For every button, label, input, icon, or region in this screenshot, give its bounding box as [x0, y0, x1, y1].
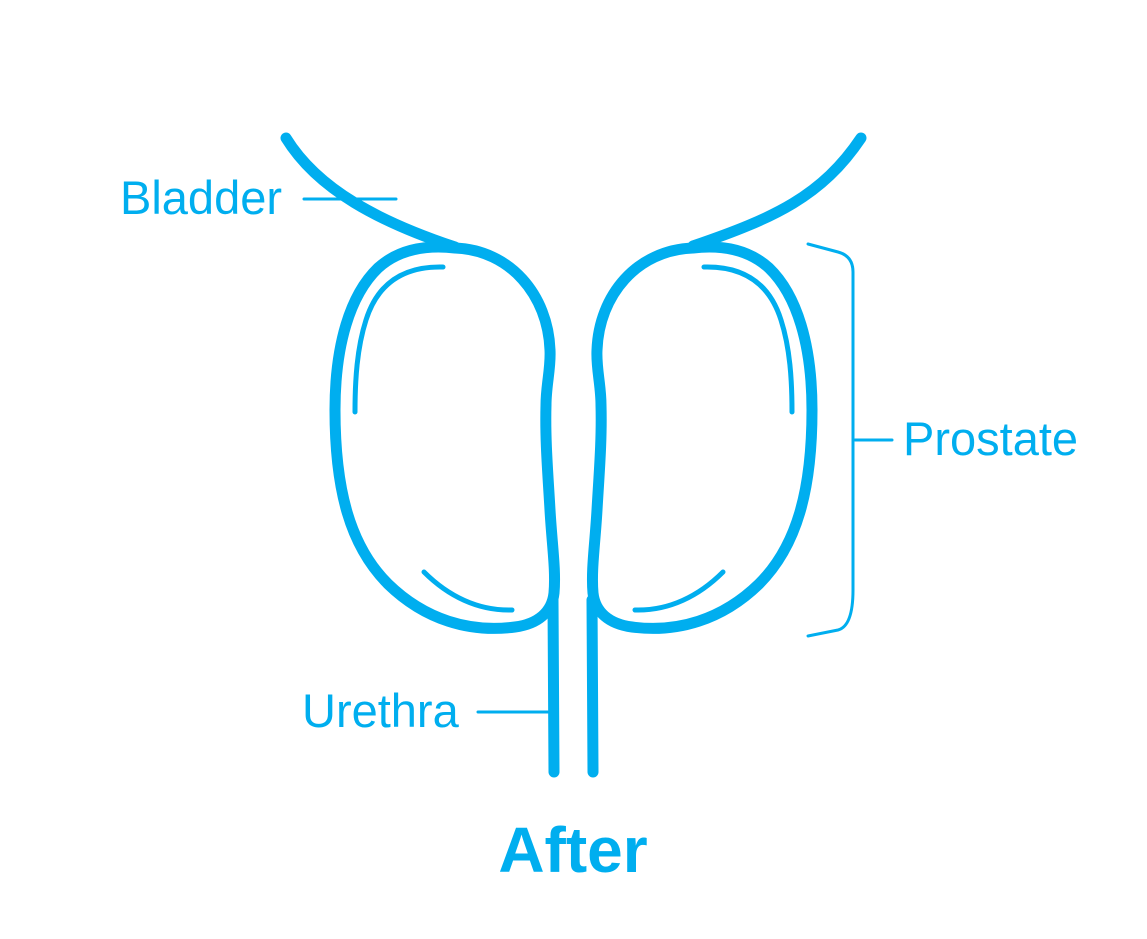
prostate-label: Prostate [903, 412, 1078, 465]
inner-contour-left-upper [352, 264, 446, 415]
prostate-lobe-left [329, 241, 561, 634]
bladder-label: Bladder [120, 171, 282, 224]
bladder-wall-left [280, 132, 461, 253]
urethra-wall-right [586, 594, 599, 778]
prostate-lobe-right [586, 241, 818, 634]
bladder-wall-right [687, 132, 867, 252]
urethra-wall-left [547, 594, 560, 778]
inner-contour-left-lower [421, 569, 515, 613]
diagram-caption: After [498, 814, 647, 886]
inner-contour-right-upper [701, 264, 795, 415]
prostate-bracket [806, 242, 855, 638]
inner-contour-right-lower [632, 569, 726, 613]
urethra-label: Urethra [302, 684, 460, 737]
